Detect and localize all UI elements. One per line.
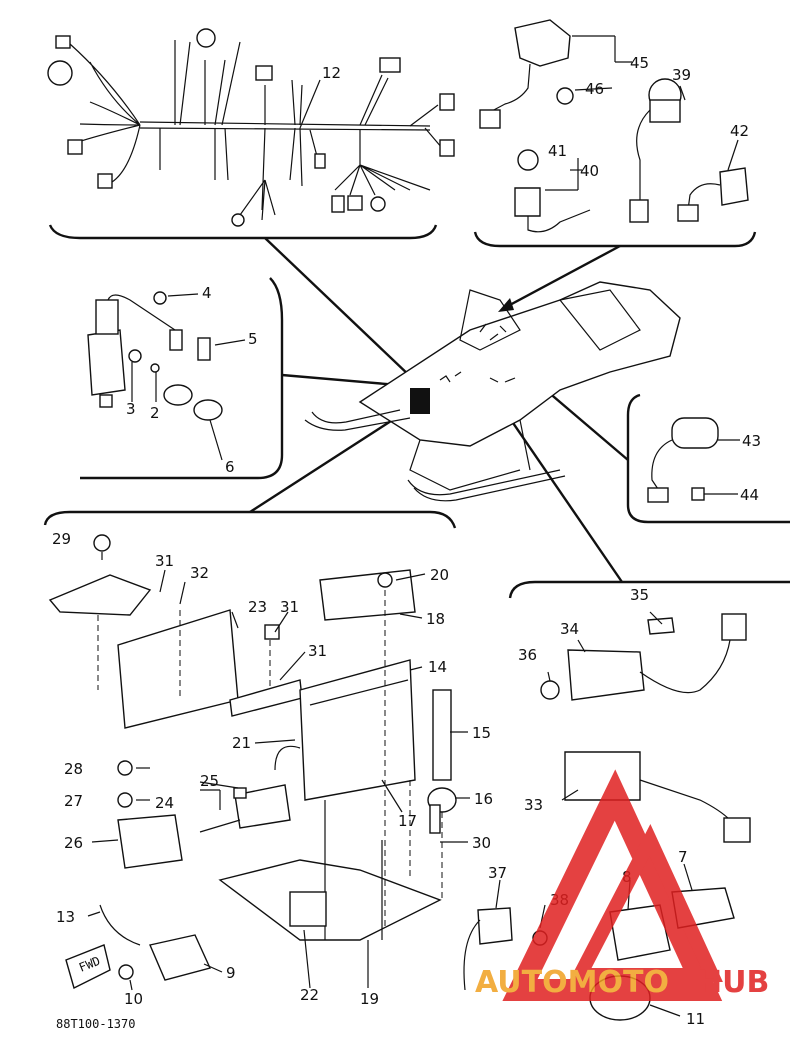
label-26: 26 — [64, 834, 83, 852]
group-frames — [43, 224, 790, 599]
switch-parts-top-right — [479, 19, 749, 233]
snowmobile-illustration — [304, 281, 681, 502]
label-33: 32 — [190, 564, 209, 582]
label-36: 35 — [630, 586, 649, 604]
leader-lines — [87, 35, 740, 1017]
label-44: 43 — [742, 432, 761, 450]
label-38: 37 — [488, 864, 507, 882]
label-16: 16 — [474, 790, 493, 808]
label-3: 3 — [126, 400, 136, 418]
label-22: 22 — [300, 986, 319, 1004]
watermark-triangle-inner — [568, 824, 723, 982]
label-42: 41 — [548, 142, 567, 160]
label-19: 19 — [360, 990, 379, 1008]
label-43: 42 — [730, 122, 749, 140]
label-41: 40 — [580, 162, 599, 180]
label-40: 39 — [672, 66, 691, 84]
label-31-a: 31 — [280, 598, 299, 616]
label-32: 31 — [155, 552, 174, 570]
label-6: 6 — [225, 458, 235, 476]
alignment-lines — [97, 590, 443, 930]
ignition-coil-group — [87, 291, 223, 421]
label-2: 2 — [150, 404, 160, 422]
label-24: 24 — [155, 794, 174, 812]
label-4: 4 — [202, 284, 212, 302]
label-13: 13 — [56, 908, 75, 926]
diagram-code: 88T100-1370 — [56, 1017, 135, 1031]
label-46: 45 — [630, 54, 649, 72]
label-34: 33 — [524, 796, 543, 814]
label-18: 18 — [426, 610, 445, 628]
label-11: 11 — [686, 1010, 705, 1028]
label-31-b: 31 — [308, 642, 327, 660]
label-9: 9 — [226, 964, 236, 982]
label-47: 46 — [585, 80, 604, 98]
label-12: 12 — [322, 64, 341, 82]
label-45: 44 — [740, 486, 759, 504]
label-5: 5 — [248, 330, 258, 348]
fwd-arrow: FWD — [65, 944, 111, 990]
watermark-triangle-outer — [502, 769, 723, 1001]
label-27: 27 — [64, 792, 83, 810]
label-29: 29 — [52, 530, 71, 548]
automotohub-watermark: AUTOMOTO HUB — [475, 769, 769, 1001]
label-10: 10 — [124, 990, 143, 1008]
label-25: 25 — [200, 772, 219, 790]
label-37: 36 — [518, 646, 537, 664]
label-15: 15 — [472, 724, 491, 742]
label-23: 23 — [248, 598, 267, 616]
label-28: 28 — [64, 760, 83, 778]
label-30: 30 — [472, 834, 491, 852]
label-7: 7 — [678, 848, 688, 866]
label-35: 34 — [560, 620, 579, 638]
label-21: 21 — [232, 734, 251, 752]
label-20: 20 — [430, 566, 449, 584]
wire-harness-12 — [47, 28, 455, 227]
watermark-text-automoto: AUTOMOTO — [475, 965, 669, 1000]
rectifier-35 — [540, 613, 747, 701]
relay-44-45 — [647, 417, 719, 503]
watermark-text-hub: HUB — [697, 965, 769, 1000]
label-17: 17 — [398, 812, 417, 830]
label-14: 14 — [428, 658, 447, 676]
